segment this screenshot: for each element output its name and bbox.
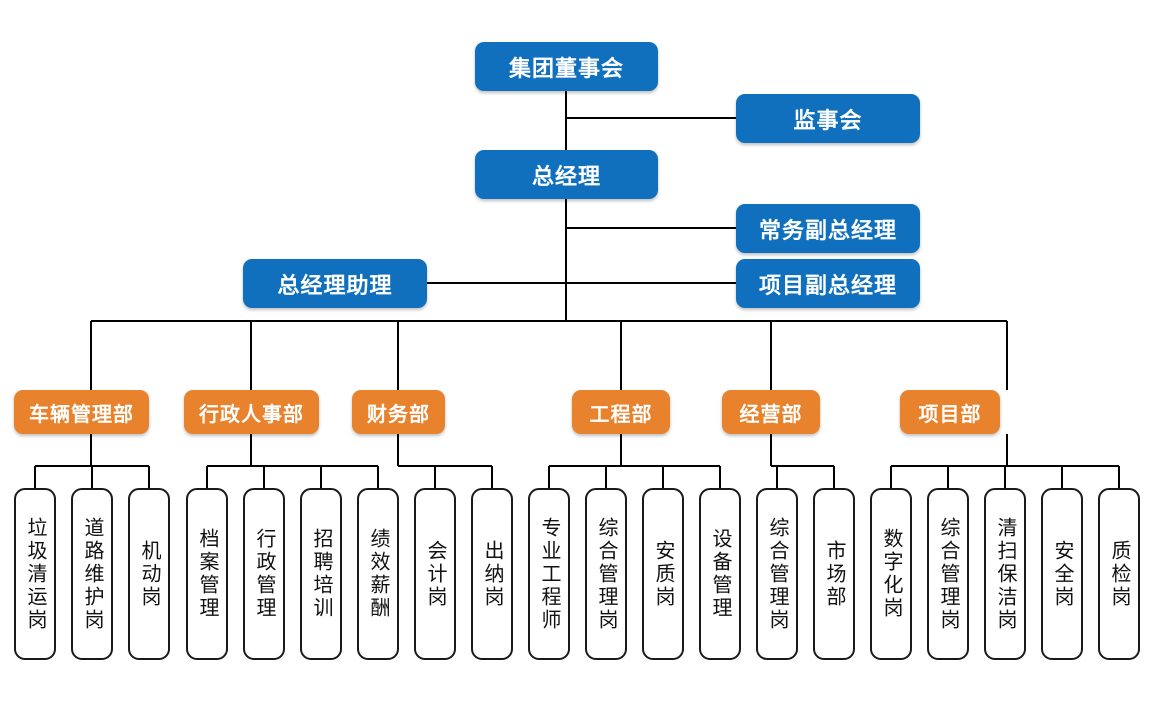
- position-box-proj-general[interactable]: 综合管理岗: [927, 488, 969, 660]
- position-box-label: 专业工程师: [538, 516, 560, 632]
- position-box-label: 安质岗: [652, 539, 674, 609]
- position-box-waste-transport[interactable]: 垃圾清运岗: [14, 488, 56, 660]
- position-box-label: 行政管理: [253, 528, 275, 620]
- position-box-digital-post[interactable]: 数字化岗: [870, 488, 912, 660]
- position-box-label: 机动岗: [138, 539, 160, 609]
- exec-box-gm[interactable]: 总经理: [475, 150, 658, 199]
- position-box-cleaning-post[interactable]: 清扫保洁岗: [984, 488, 1026, 660]
- position-box-label: 综合管理岗: [595, 516, 617, 632]
- dept-box-admin-hr[interactable]: 行政人事部: [184, 390, 319, 434]
- position-box-label: 市场部: [823, 539, 845, 609]
- position-box-label: 设备管理: [709, 528, 731, 620]
- position-box-label: 质检岗: [1108, 539, 1130, 609]
- position-box-admin-mgmt[interactable]: 行政管理: [243, 488, 285, 660]
- position-box-label: 综合管理岗: [766, 516, 788, 632]
- position-box-cashier[interactable]: 出纳岗: [471, 488, 513, 660]
- position-box-label: 招聘培训: [310, 528, 332, 620]
- position-box-label: 出纳岗: [481, 539, 503, 609]
- exec-box-project-vp[interactable]: 项目副总经理: [736, 259, 920, 308]
- position-box-op-general[interactable]: 综合管理岗: [756, 488, 798, 660]
- position-box-eng-general[interactable]: 综合管理岗: [585, 488, 627, 660]
- dept-box-operation[interactable]: 经营部: [722, 390, 820, 434]
- position-box-label: 档案管理: [196, 528, 218, 620]
- position-box-equipment-mgmt[interactable]: 设备管理: [699, 488, 741, 660]
- exec-box-supervisors[interactable]: 监事会: [736, 94, 920, 143]
- position-box-recruit-train[interactable]: 招聘培训: [300, 488, 342, 660]
- dept-box-vehicle[interactable]: 车辆管理部: [14, 390, 149, 434]
- position-box-label: 综合管理岗: [937, 516, 959, 632]
- position-box-quality-post[interactable]: 质检岗: [1098, 488, 1140, 660]
- position-box-label: 安全岗: [1051, 539, 1073, 609]
- position-box-perf-salary[interactable]: 绩效薪酬: [357, 488, 399, 660]
- position-box-accounting[interactable]: 会计岗: [414, 488, 456, 660]
- position-box-safety-quality[interactable]: 安质岗: [642, 488, 684, 660]
- position-box-label: 绩效薪酬: [367, 528, 389, 620]
- dept-box-finance[interactable]: 财务部: [352, 390, 445, 434]
- position-box-label: 道路维护岗: [81, 516, 103, 632]
- position-box-label: 清扫保洁岗: [994, 516, 1016, 632]
- dept-box-project[interactable]: 项目部: [900, 390, 1000, 434]
- position-box-road-maintain[interactable]: 道路维护岗: [71, 488, 113, 660]
- exec-box-exec-vp[interactable]: 常务副总经理: [736, 204, 920, 253]
- position-box-label: 垃圾清运岗: [24, 516, 46, 632]
- dept-box-engineer[interactable]: 工程部: [572, 390, 670, 434]
- exec-box-board[interactable]: 集团董事会: [475, 42, 658, 91]
- exec-box-gm-assistant[interactable]: 总经理助理: [243, 259, 427, 308]
- position-box-label: 数字化岗: [880, 528, 902, 620]
- position-box-mobile-post[interactable]: 机动岗: [128, 488, 170, 660]
- position-box-archive-mgmt[interactable]: 档案管理: [186, 488, 228, 660]
- position-box-pro-engineer[interactable]: 专业工程师: [528, 488, 570, 660]
- position-box-label: 会计岗: [424, 539, 446, 609]
- position-box-market-dept[interactable]: 市场部: [813, 488, 855, 660]
- position-box-safety-post[interactable]: 安全岗: [1041, 488, 1083, 660]
